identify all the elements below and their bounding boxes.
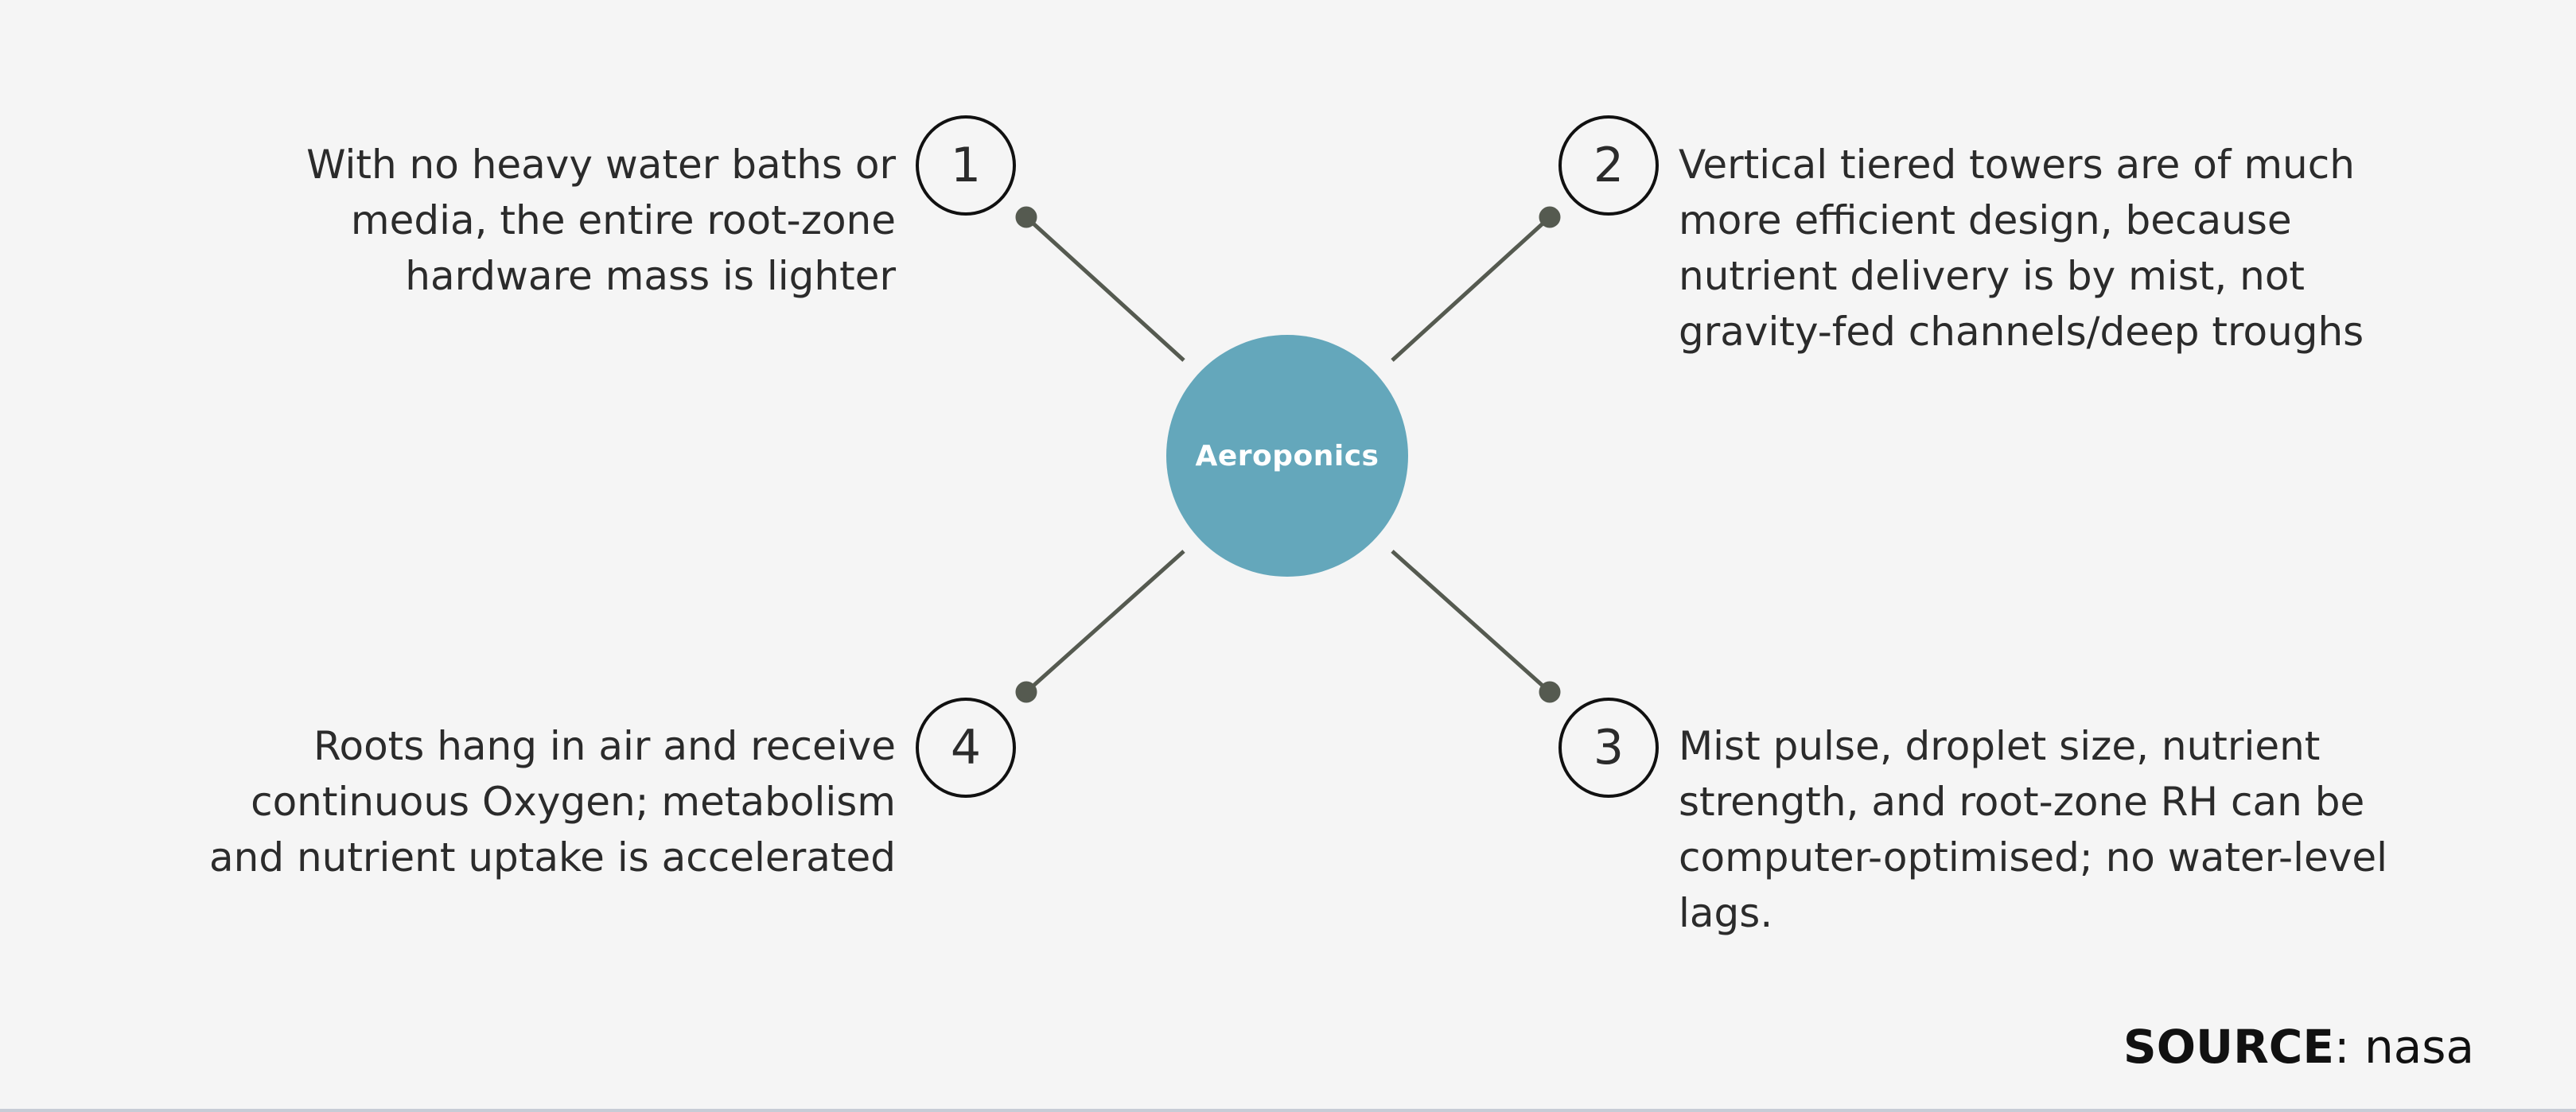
- source-credit: SOURCE: nasa: [2123, 1020, 2474, 1074]
- source-label: SOURCE: [2123, 1020, 2334, 1074]
- point-4-line-3: and nutrient uptake is accelerated: [208, 834, 896, 881]
- point-3-line-1: Mist pulse, droplet size, nutrient: [1679, 723, 2321, 769]
- connector-line-1: [1025, 216, 1185, 362]
- point-1-line-3: hardware mass is lighter: [405, 253, 896, 299]
- point-1-line-2: media, the entire root-zone: [350, 197, 896, 243]
- point-text-3: Mist pulse, droplet size, nutrient stren…: [1679, 718, 2387, 941]
- point-2-line-2: more efficient design, because: [1679, 197, 2292, 243]
- point-3-line-3: computer-optimised; no water-level: [1679, 834, 2387, 881]
- point-text-2: Vertical tiered towers are of much more …: [1679, 137, 2364, 360]
- connector-line-2: [1391, 216, 1551, 362]
- point-text-4: Roots hang in air and receive continuous…: [209, 718, 896, 885]
- connector-line-3: [1391, 550, 1551, 694]
- number-badge-3: 3: [1558, 698, 1659, 798]
- hub-label: Aeroponics: [1195, 439, 1379, 472]
- point-2-line-3: nutrient delivery is by mist, not: [1679, 253, 2306, 299]
- number-badge-2: 2: [1558, 115, 1659, 216]
- bottom-divider: [0, 1109, 2576, 1112]
- number-badge-1: 1: [916, 115, 1016, 216]
- hub-circle: Aeroponics: [1166, 335, 1408, 577]
- point-3-line-2: strength, and root-zone RH can be: [1679, 779, 2365, 825]
- point-2-line-4: gravity-fed channels/deep troughs: [1679, 309, 2364, 355]
- connector-line-4: [1025, 550, 1185, 694]
- connector-dot-2: [1539, 206, 1561, 228]
- point-text-1: With no heavy water baths or media, the …: [306, 137, 896, 304]
- connector-dot-4: [1015, 681, 1037, 703]
- point-1-line-1: With no heavy water baths or: [306, 142, 896, 188]
- source-separator: :: [2333, 1020, 2364, 1074]
- source-value: nasa: [2364, 1020, 2474, 1074]
- point-2-line-1: Vertical tiered towers are of much: [1679, 142, 2355, 188]
- number-badge-4: 4: [916, 698, 1016, 798]
- point-4-line-2: continuous Oxygen; metabolism: [251, 779, 896, 825]
- connector-dot-3: [1539, 681, 1561, 703]
- point-3-line-4: lags.: [1679, 890, 1773, 936]
- connector-dot-1: [1015, 206, 1037, 228]
- point-4-line-1: Roots hang in air and receive: [313, 723, 896, 769]
